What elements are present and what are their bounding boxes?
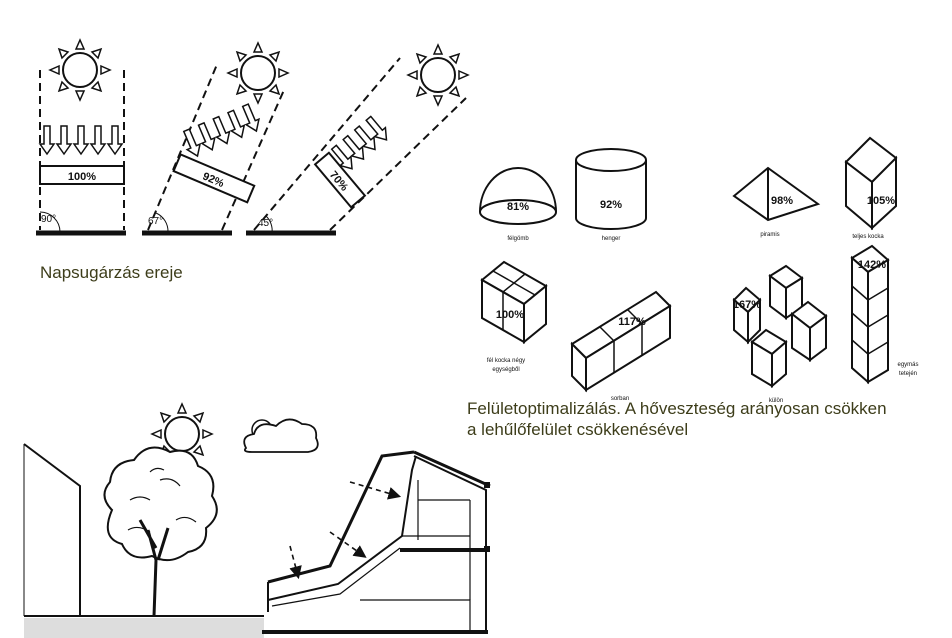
scene-illustration bbox=[23, 403, 491, 638]
shape-half-cube-four: 100% fél kocka négy egységből bbox=[480, 260, 548, 373]
shape-percent: 142% bbox=[858, 259, 886, 271]
sun-icon bbox=[407, 44, 469, 106]
shape-percent: 92% bbox=[600, 199, 622, 211]
sun-icon bbox=[227, 42, 289, 104]
shape-label: külön bbox=[769, 398, 783, 404]
sun-icon bbox=[49, 39, 111, 101]
solar-house-section bbox=[262, 450, 491, 634]
shape-label: tetején bbox=[899, 371, 917, 377]
shape-pyramid: 98% piramis bbox=[732, 166, 821, 238]
radiation-caption: Napsugárzás ereje bbox=[40, 263, 183, 282]
shape-label: piramis bbox=[760, 232, 779, 238]
radiation-67-panel: 92% 67° bbox=[142, 42, 289, 236]
shape-percent: 167% bbox=[733, 299, 761, 311]
shape-label: fél kocka négy bbox=[487, 358, 525, 364]
shape-label: henger bbox=[602, 236, 621, 242]
sun-ray-arrow bbox=[329, 531, 367, 558]
percent-bar bbox=[39, 165, 125, 185]
ground-soil bbox=[24, 618, 264, 638]
shape-label: félgömb bbox=[507, 236, 529, 242]
percent-bar bbox=[172, 153, 256, 204]
sun-ray-arrow bbox=[349, 481, 402, 500]
surface-caption-line2: a lehűlőfelület csökkenésével bbox=[467, 420, 689, 439]
shape-percent: 100% bbox=[496, 309, 524, 321]
building-outline bbox=[23, 443, 81, 616]
shape-cylinder: 92% henger bbox=[575, 148, 647, 242]
shape-label: teljes kocka bbox=[852, 234, 884, 240]
cloud-icon bbox=[243, 418, 319, 453]
percent-label: 100% bbox=[68, 171, 96, 183]
percent-bar bbox=[313, 151, 367, 209]
shape-label: sorban bbox=[611, 396, 629, 402]
shape-percent: 105% bbox=[867, 195, 895, 207]
surface-caption-line1: Felületoptimalizálás. A hőveszteség arán… bbox=[467, 399, 887, 418]
shape-row-of-cubes: 117% sorban bbox=[570, 290, 672, 402]
shape-separate-cubes: 167% külön bbox=[732, 264, 828, 404]
angle-label: 67° bbox=[148, 216, 163, 227]
sun-ray-arrow bbox=[289, 545, 302, 580]
shape-percent: 81% bbox=[507, 201, 529, 213]
tree-icon bbox=[103, 446, 218, 617]
angle-label: 45° bbox=[258, 218, 273, 229]
shape-stacked-cubes: 142% egymás tetején bbox=[850, 244, 919, 385]
shape-label: egymás bbox=[897, 362, 918, 368]
shape-label: egységből bbox=[492, 367, 519, 373]
shape-hemisphere: 81% félgömb bbox=[479, 167, 557, 242]
radiation-90-panel: 100% 90° bbox=[36, 39, 126, 236]
shape-percent: 117% bbox=[618, 316, 646, 328]
angle-label: 90° bbox=[41, 214, 56, 225]
shape-percent: 98% bbox=[771, 195, 793, 207]
shape-full-cube: 105% teljes kocka bbox=[844, 136, 898, 240]
